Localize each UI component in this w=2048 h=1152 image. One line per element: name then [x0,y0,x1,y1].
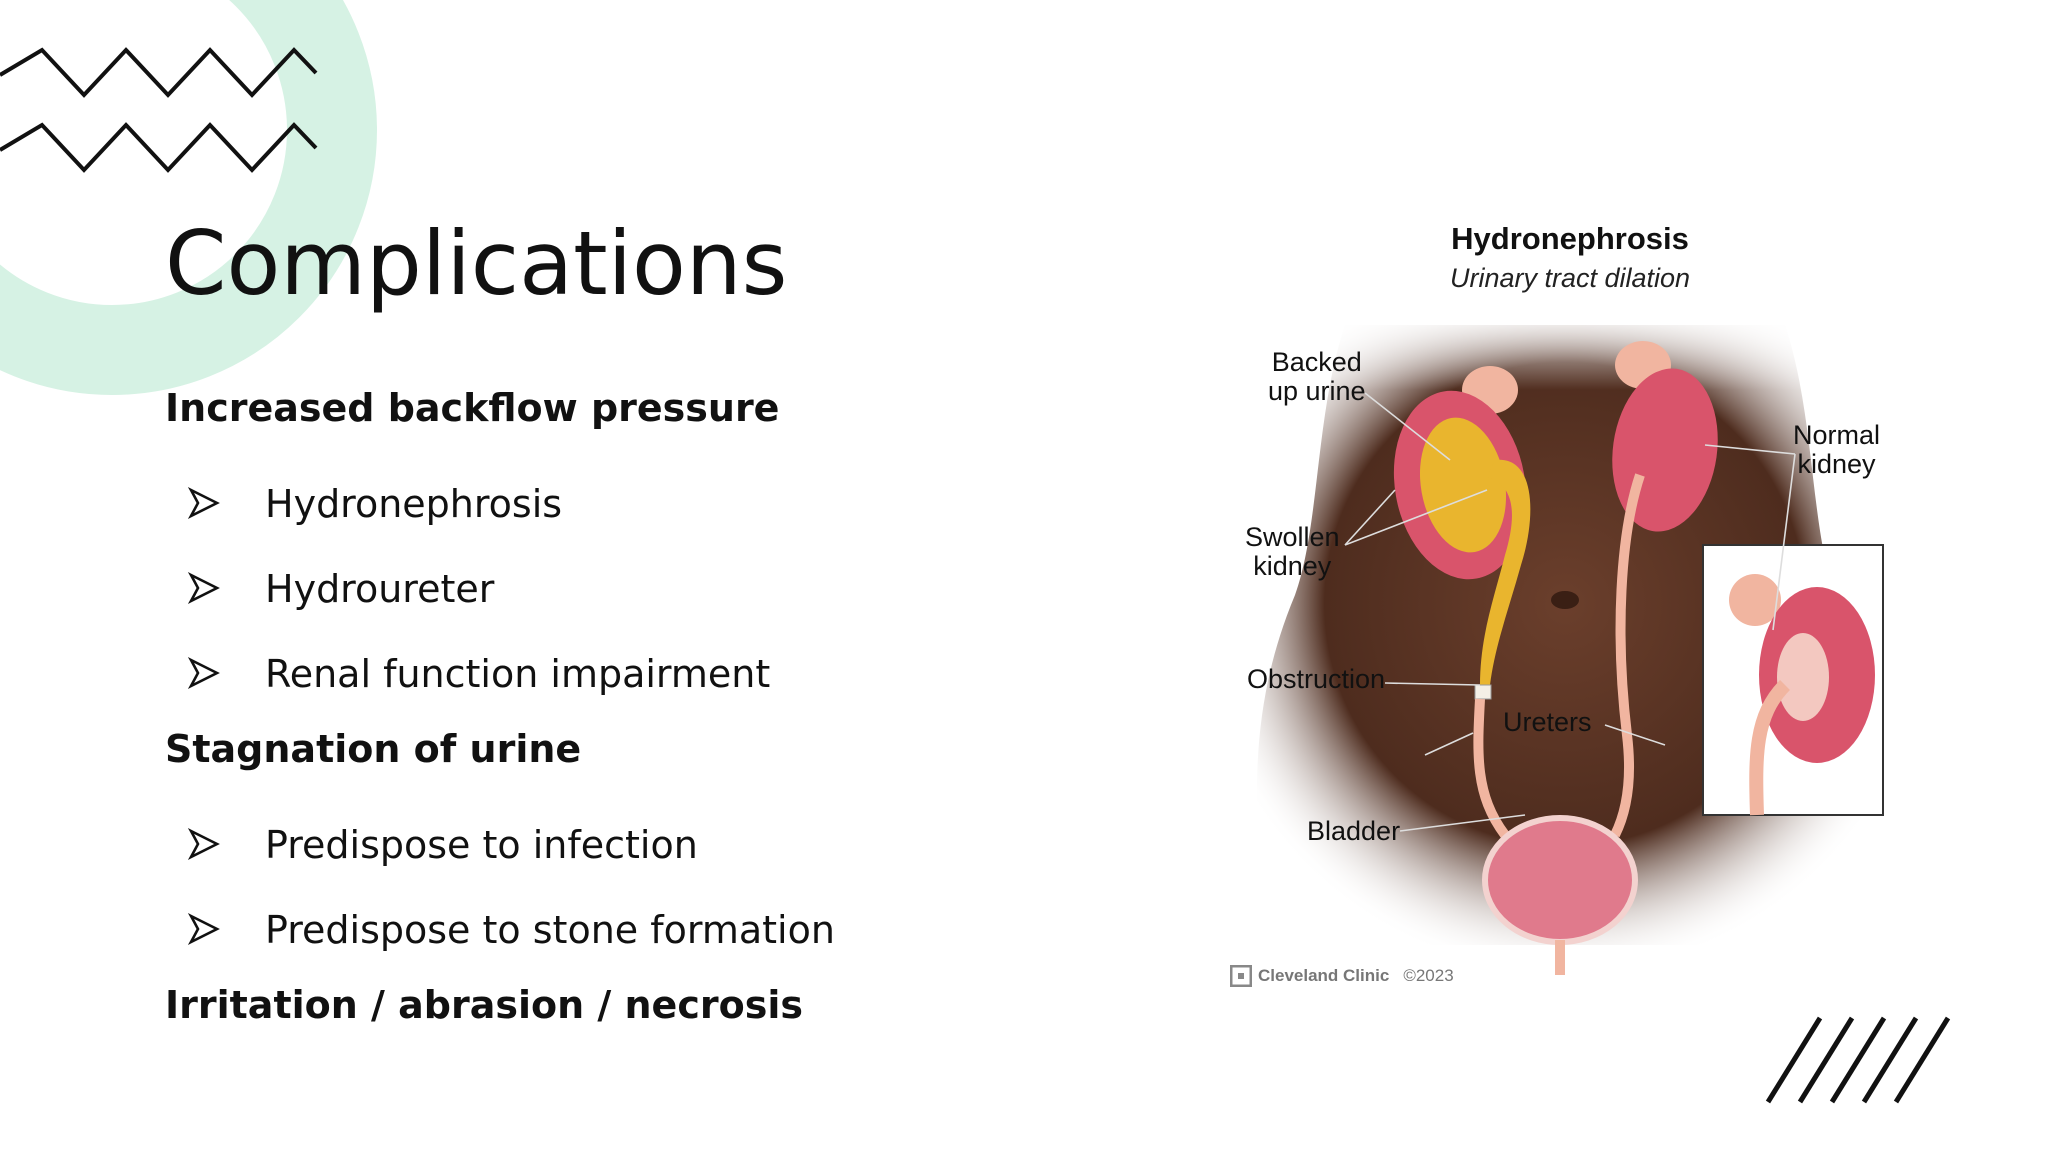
label-bladder: Bladder [1307,816,1401,846]
list-item: Hydronephrosis [187,461,1065,546]
list-item-text: Renal function impairment [265,651,771,696]
label-line: up urine [1268,376,1366,406]
decorative-zigzag [0,47,318,173]
list-item: Predispose to infection [187,802,1065,887]
illustration-subtitle: Urinary tract dilation [1449,263,1691,293]
cleveland-clinic-logo-icon [1230,965,1252,987]
complications-list: Increased backflow pressure Hydronephros… [165,375,1065,1058]
label-line: kidney [1797,449,1876,479]
label-backed-up-urine: Backed up urine [1268,348,1366,406]
list-item: Predispose to stone formation [187,887,1065,972]
list-item-text: Predispose to stone formation [265,907,835,952]
hydronephrosis-illustration: Hydronephrosis Urinary tract dilation Ba… [1225,215,1915,1005]
credit-copyright: ©2023 [1403,966,1454,985]
decorative-slashes [1765,1016,1951,1104]
illustration-title: Hydronephrosis [1451,221,1689,256]
label-swollen-kidney: Swollen kidney [1245,523,1340,581]
anatomy-drawing [1256,310,1885,975]
list-item-text: Predispose to infection [265,822,698,867]
label-obstruction: Obstruction [1247,664,1386,694]
list-item: Hydroureter [187,546,1065,631]
arrowhead-bullet-icon [187,570,243,608]
list-item: Renal function impairment [187,631,1065,716]
label-line: kidney [1253,551,1332,581]
decorative-ring [0,0,377,395]
arrowhead-bullet-icon [187,911,243,949]
section-heading: Increased backflow pressure [165,386,780,430]
list-item-text: Hydroureter [265,566,495,611]
image-credit: Cleveland Clinic ©2023 [1230,965,1454,987]
label-line: Normal [1793,420,1881,450]
arrowhead-bullet-icon [187,655,243,693]
section-heading: Irritation / abrasion / necrosis [165,983,803,1027]
label-ureters: Ureters [1503,707,1592,737]
label-line: Backed [1271,347,1362,377]
section-heading: Stagnation of urine [165,727,582,771]
arrowhead-bullet-icon [187,485,243,523]
arrowhead-bullet-icon [187,826,243,864]
label-line: Swollen [1245,522,1340,552]
credit-brand: Cleveland Clinic [1258,966,1390,985]
list-item-text: Hydronephrosis [265,481,563,526]
slide-title: Complications [165,212,788,315]
label-normal-kidney: Normal kidney [1793,421,1880,479]
